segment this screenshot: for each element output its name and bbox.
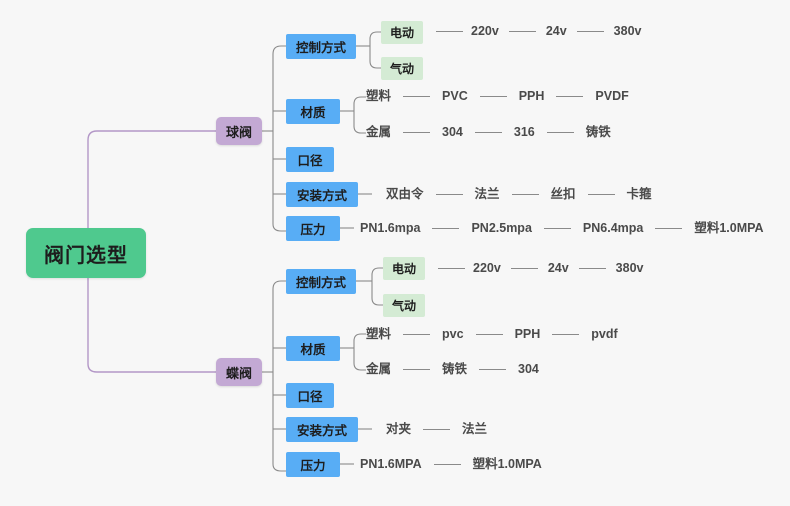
leaf-label: 双由令	[386, 187, 424, 201]
leaf-label: pvc	[442, 327, 464, 341]
leaf-label: 丝扣	[550, 187, 576, 201]
leaf-label: 316	[513, 125, 535, 139]
wire-dash	[403, 333, 431, 335]
wire-dash	[543, 227, 571, 229]
leaf-row-electric-butterfly: 220v 24v 380v	[430, 262, 643, 275]
node-diameter-ball[interactable]: 口径	[286, 147, 334, 172]
leaf-row-pressure-ball: PN1.6mpa PN2.5mpa PN6.4mpa 塑料1.0MPA	[360, 222, 764, 235]
leaf-label: 304	[518, 362, 539, 376]
leaf-label: 塑料	[366, 89, 392, 103]
wire-dash	[479, 368, 507, 370]
leaf-label: 220v	[471, 24, 499, 38]
leaf-label: PVDF	[595, 89, 629, 103]
node-material-ball[interactable]: 材质	[286, 99, 340, 124]
wire-dash	[433, 463, 461, 465]
wire-dash	[511, 193, 539, 195]
leaf-label: 380v	[615, 261, 644, 275]
leaf-label: PPH	[514, 327, 541, 341]
leaf-label: PN6.4mpa	[582, 221, 644, 235]
root-node[interactable]: 阀门选型	[26, 228, 146, 278]
wire-dash	[546, 131, 574, 133]
wire-dash	[576, 30, 604, 32]
node-pneumatic-ball[interactable]: 气动	[381, 57, 423, 80]
leaf-label: 铸铁	[442, 362, 468, 376]
leaf-row-install-ball: 双由令 法兰 丝扣 卡箍	[386, 188, 652, 201]
leaf-label: PVC	[442, 89, 468, 103]
leaf-label: 塑料1.0MPA	[694, 221, 764, 235]
wire-dash	[403, 95, 431, 97]
leaf-label: PN1.6mpa	[360, 221, 421, 235]
leaf-label: pvdf	[591, 327, 618, 341]
wire-dash	[474, 131, 502, 133]
node-pressure-butterfly[interactable]: 压力	[286, 452, 340, 477]
wire-dash	[423, 428, 451, 430]
node-pressure-ball[interactable]: 压力	[286, 216, 340, 241]
wire-dash	[587, 193, 615, 195]
leaf-label: 塑料	[366, 327, 392, 341]
node-install-method-butterfly[interactable]: 安装方式	[286, 417, 358, 442]
leaf-label: 铸铁	[585, 125, 611, 139]
node-electric-ball[interactable]: 电动	[381, 21, 423, 44]
branch-node-ball-valve[interactable]: 球阀	[216, 117, 262, 145]
leaf-row-plastic-ball: 塑料 PVC PPH PVDF	[366, 90, 629, 103]
leaf-row-metal-butterfly: 金属 铸铁 304	[366, 363, 539, 376]
wire-dash	[435, 193, 463, 195]
node-electric-butterfly[interactable]: 电动	[383, 257, 425, 280]
leaf-row-plastic-butterfly: 塑料 pvc PPH pvdf	[366, 328, 618, 341]
wire-dash	[510, 267, 538, 269]
leaf-label: PN1.6MPA	[360, 457, 422, 471]
leaf-label: 塑料1.0MPA	[472, 457, 542, 471]
leaf-row-install-butterfly: 对夹 法兰	[386, 423, 487, 436]
wire-dash	[403, 131, 431, 133]
leaf-row-electric-ball: 220v 24v 380v	[428, 25, 641, 38]
node-material-butterfly[interactable]: 材质	[286, 336, 340, 361]
node-control-method-butterfly[interactable]: 控制方式	[286, 269, 356, 294]
leaf-label: 金属	[366, 362, 392, 376]
leaf-row-metal-ball: 金属 304 316 铸铁	[366, 126, 611, 139]
leaf-label: 304	[442, 125, 463, 139]
leaf-label: 法兰	[474, 187, 500, 201]
wire-dash	[475, 333, 503, 335]
wire-dash	[432, 227, 460, 229]
leaf-label: PPH	[518, 89, 545, 103]
node-control-method-ball[interactable]: 控制方式	[286, 34, 356, 59]
leaf-label: 24v	[545, 24, 567, 38]
node-pneumatic-butterfly[interactable]: 气动	[383, 294, 425, 317]
wire-dash	[438, 267, 465, 269]
wire-dash	[578, 267, 606, 269]
wire-dash	[655, 227, 683, 229]
wire-dash	[479, 95, 507, 97]
wire-dash	[556, 95, 584, 97]
leaf-row-pressure-butterfly: PN1.6MPA 塑料1.0MPA	[360, 458, 542, 471]
leaf-label: 卡箍	[626, 187, 652, 201]
leaf-label: 对夹	[386, 422, 412, 436]
leaf-label: 24v	[547, 261, 569, 275]
wire-dash	[403, 368, 431, 370]
leaf-label: PN2.5mpa	[471, 221, 532, 235]
leaf-label: 金属	[366, 125, 392, 139]
wire-dash	[508, 30, 536, 32]
branch-node-butterfly-valve[interactable]: 蝶阀	[216, 358, 262, 386]
leaf-label: 法兰	[462, 422, 488, 436]
node-diameter-butterfly[interactable]: 口径	[286, 383, 334, 408]
leaf-label: 380v	[613, 24, 642, 38]
wire-dash	[436, 30, 463, 32]
node-install-method-ball[interactable]: 安装方式	[286, 182, 358, 207]
leaf-label: 220v	[473, 261, 501, 275]
wire-dash	[552, 333, 580, 335]
